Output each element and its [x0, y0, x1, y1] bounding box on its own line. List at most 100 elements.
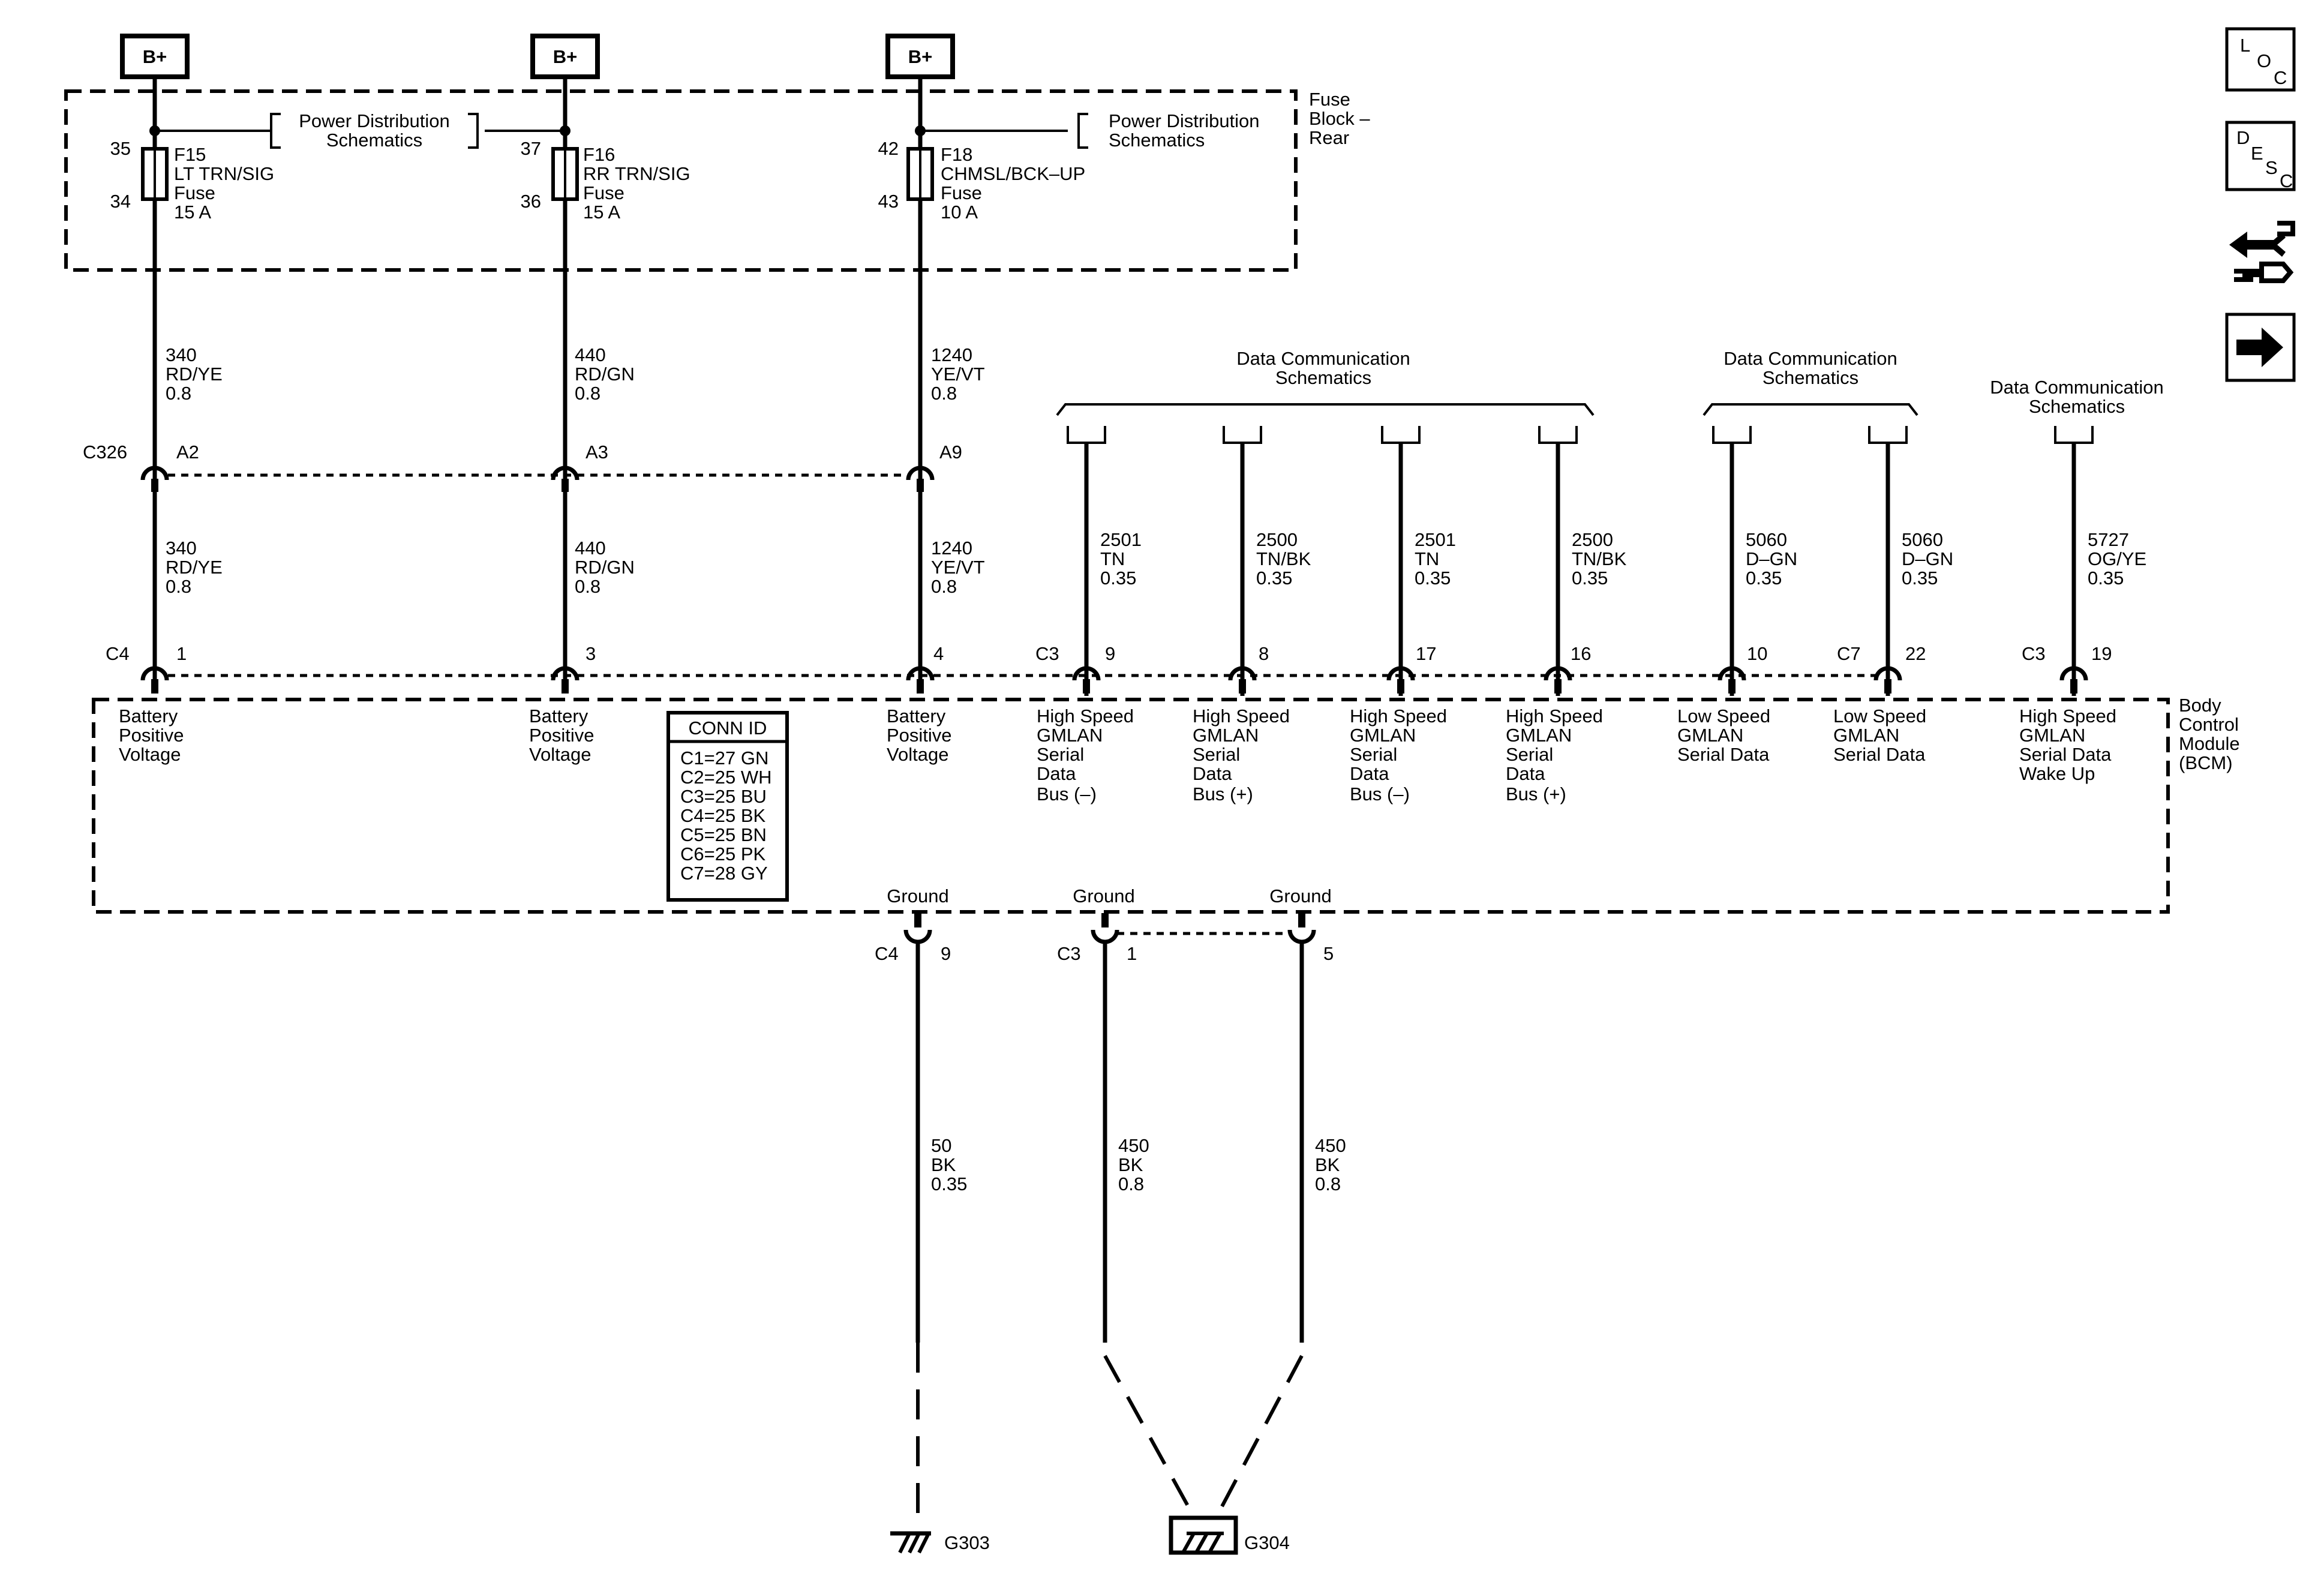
svg-text:RD/GN: RD/GN: [575, 364, 635, 385]
ground-label: Ground: [1073, 885, 1134, 906]
svg-text:C: C: [2274, 67, 2287, 88]
bcm-pin-number: 9: [1105, 643, 1115, 664]
svg-text:340: 340: [166, 538, 197, 559]
fuse-block-label-1: Fuse: [1309, 89, 1350, 110]
data-wire-5060-b: 5060 D–GN 0.35: [1868, 426, 1953, 696]
data-wire-2500-a: 2500 TN/BK 0.35: [1223, 426, 1311, 696]
fuse-block-label-3: Rear: [1309, 127, 1349, 148]
svg-text:Bus (–): Bus (–): [1350, 784, 1410, 804]
bcm-label-hs-gmlan-bus-pos-2: High Speed GMLAN Serial Data Bus (+): [1506, 706, 1603, 804]
connector-c7-label: C7: [1837, 643, 1861, 664]
connector-c3-label: C3: [1035, 643, 1059, 664]
fuse-circuit: RR TRN/SIG: [583, 163, 690, 184]
c326-pin-a9: A9: [906, 442, 962, 492]
svg-text:TN/BK: TN/BK: [1572, 548, 1627, 569]
connector-end-view-icon[interactable]: [2229, 221, 2295, 283]
svg-text:450: 450: [1118, 1135, 1149, 1156]
svg-text:GMLAN: GMLAN: [2019, 725, 2085, 746]
svg-text:Voltage: Voltage: [887, 744, 948, 765]
ground-pin-c4-9: C4 9: [875, 913, 951, 964]
data-wire-5727: 5727 OG/YE 0.35: [2054, 426, 2146, 696]
svg-text:A2: A2: [176, 442, 199, 463]
svg-text:5: 5: [1323, 943, 1334, 964]
data-comm-ref-3: Data Communication Schematics: [1990, 377, 2163, 417]
fuse-rating: 10 A: [941, 202, 978, 223]
conn-id-row: C4=25 BK: [680, 805, 766, 826]
svg-text:RD/YE: RD/YE: [166, 364, 223, 385]
svg-text:Low Speed: Low Speed: [1833, 706, 1926, 727]
svg-text:RD/GN: RD/GN: [575, 557, 635, 578]
svg-text:0.8: 0.8: [575, 383, 600, 404]
bcm-pin-number: 8: [1259, 643, 1269, 664]
conn-id-row: C6=25 PK: [680, 843, 766, 864]
ground-wire-450-bk-2: 450 BK 0.8: [1215, 943, 1346, 1518]
svg-text:1240: 1240: [931, 344, 972, 365]
conn-id-row: C2=25 WH: [680, 767, 771, 788]
svg-text:Serial: Serial: [1193, 744, 1240, 765]
svg-text:0.35: 0.35: [1256, 568, 1292, 589]
svg-text:440: 440: [575, 538, 606, 559]
svg-text:0.35: 0.35: [1746, 568, 1782, 589]
svg-text:5060: 5060: [1746, 529, 1787, 550]
bcm-label-battery-positive-2: Battery Positive Voltage: [529, 706, 594, 765]
fuse-f18: 42 43 F18 CHMSL/BCK–UP Fuse 10 A: [878, 77, 1085, 690]
data-comm-ref-2: Data Communication Schematics: [1703, 348, 1918, 416]
connector-c4-label: C4: [106, 643, 130, 664]
conn-id-table: CONN ID C1=27 GN C2=25 WH C3=25 BU C4=25…: [666, 711, 789, 902]
svg-text:Bus (+): Bus (+): [1506, 784, 1566, 804]
svg-text:0.35: 0.35: [1572, 568, 1608, 589]
svg-text:Data Communication: Data Communication: [1236, 348, 1410, 369]
fuse-pin-top: 42: [878, 138, 899, 159]
supply-b-plus-1: B+: [120, 34, 190, 79]
c326-pin-a3: A3: [551, 442, 608, 492]
svg-text:D: D: [2236, 127, 2250, 148]
bcm-label-1: Body: [2179, 695, 2221, 716]
svg-text:RD/YE: RD/YE: [166, 557, 223, 578]
bcm-pins: [140, 666, 2088, 694]
svg-text:0.8: 0.8: [166, 383, 191, 404]
svg-text:GMLAN: GMLAN: [1677, 725, 1743, 746]
svg-text:YE/VT: YE/VT: [931, 364, 985, 385]
svg-text:GMLAN: GMLAN: [1833, 725, 1899, 746]
next-page-arrow-icon[interactable]: [2225, 313, 2296, 382]
fuse-rating: 15 A: [174, 202, 211, 223]
fuse-type: Fuse: [941, 182, 982, 203]
svg-text:Serial Data: Serial Data: [1677, 744, 1770, 765]
ground-symbol-g304-icon: G304: [1169, 1515, 1290, 1555]
bcm-pin-number: 19: [2091, 643, 2112, 664]
fuse-block-outline: [64, 89, 1298, 272]
svg-text:L: L: [2240, 35, 2250, 56]
bcm-pin: [1873, 666, 1902, 694]
svg-text:2501: 2501: [1100, 529, 1142, 550]
fuse-pin-bottom: 36: [521, 191, 541, 212]
wire-label-440-upper: 440 RD/GN 0.8: [575, 344, 635, 404]
ground-symbol-g303-icon: G303: [890, 1531, 990, 1554]
svg-text:Data: Data: [1193, 763, 1232, 784]
supply-label: B+: [143, 46, 167, 67]
loc-icon[interactable]: L O C: [2225, 27, 2296, 92]
svg-text:Serial Data: Serial Data: [1833, 744, 1926, 765]
fuse-circuit: CHMSL/BCK–UP: [941, 163, 1085, 184]
conn-id-row: C5=25 BN: [680, 824, 767, 845]
svg-text:Serial: Serial: [1037, 744, 1084, 765]
svg-text:Schematics: Schematics: [1762, 367, 1858, 388]
ground-pin-c3-1: C3 1: [1057, 913, 1137, 964]
fuse-circuit: LT TRN/SIG: [174, 163, 274, 184]
svg-text:E: E: [2251, 143, 2263, 164]
svg-text:High Speed: High Speed: [1193, 706, 1290, 727]
svg-text:OG/YE: OG/YE: [2088, 548, 2146, 569]
svg-text:BK: BK: [1118, 1154, 1143, 1175]
svg-text:High Speed: High Speed: [1037, 706, 1134, 727]
connector-c3-label: C3: [1057, 943, 1081, 964]
ground-point-label: G303: [944, 1532, 990, 1553]
svg-text:1240: 1240: [931, 538, 972, 559]
svg-text:Data: Data: [1350, 763, 1389, 784]
svg-text:Voltage: Voltage: [119, 744, 181, 765]
desc-icon[interactable]: D E S C: [2225, 121, 2296, 191]
svg-text:0.8: 0.8: [1315, 1173, 1341, 1194]
bcm-pin-number: 10: [1747, 643, 1767, 664]
bcm-pin: [1386, 666, 1415, 694]
svg-text:9: 9: [941, 943, 951, 964]
svg-text:A3: A3: [585, 442, 608, 463]
svg-text:GMLAN: GMLAN: [1506, 725, 1572, 746]
